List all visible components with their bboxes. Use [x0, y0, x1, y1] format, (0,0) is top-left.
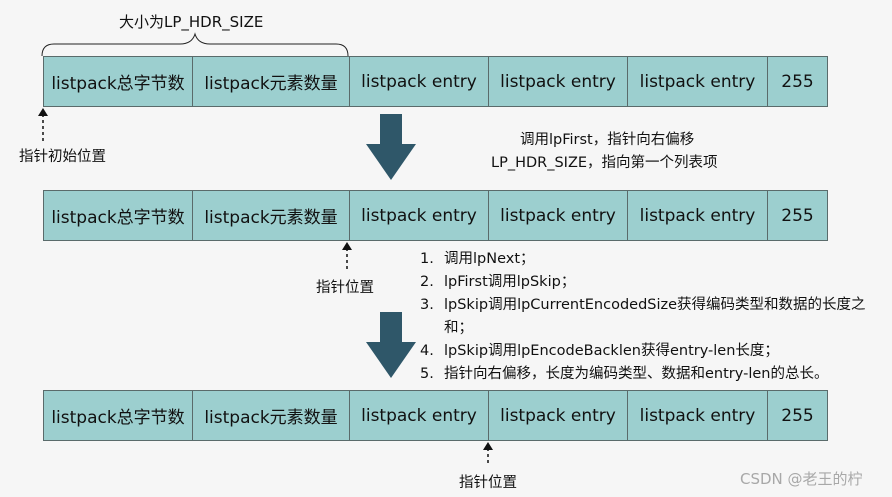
step-text: lpSkip调用lpEncodeBacklen获得entry-len长度； [444, 343, 779, 359]
step2-item: 4. lpSkip调用lpEncodeBacklen获得entry-len长度； [420, 340, 874, 363]
cell-total-bytes: listpack总字节数 [43, 190, 193, 241]
step1-line1: 调用lpFirst，指针向右偏移 [520, 132, 695, 148]
step2-list: 1. 调用lpNext； 2. lpFirst调用lpSkip； 3. lpSkip调… [420, 248, 874, 386]
down-arrow-2 [366, 312, 416, 378]
cell-entry: listpack entry [488, 56, 628, 107]
watermark: CSDN @老王的柠 [740, 470, 863, 488]
step2-item: 2. lpFirst调用lpSkip； [420, 271, 874, 294]
listpack-row-2: listpack总字节数 listpack元素数量 listpack entry… [43, 190, 828, 241]
cell-total-bytes: listpack总字节数 [43, 56, 193, 107]
cell-end-marker: 255 [767, 56, 828, 107]
header-size-label: 大小为LP_HDR_SIZE [119, 13, 264, 31]
pointer-after-first-label: 指针位置 [316, 280, 374, 296]
step2-item: 5. 指针向右偏移，长度为编码类型、数据和entry-len的总长。 [420, 363, 874, 386]
step-text: lpFirst调用lpSkip； [444, 274, 576, 290]
cell-entry: listpack entry [488, 390, 628, 441]
listpack-row-1: listpack总字节数 listpack元素数量 listpack entry… [43, 56, 828, 107]
step2-item: 1. 调用lpNext； [420, 248, 874, 271]
step1-line2: LP_HDR_SIZE，指向第一个列表项 [491, 155, 718, 171]
step-number: 3. [420, 297, 434, 313]
cell-entry: listpack entry [349, 390, 489, 441]
cell-element-count: listpack元素数量 [192, 390, 350, 441]
cell-entry: listpack entry [349, 56, 489, 107]
pointer-after-next-label: 指针位置 [459, 475, 517, 491]
pointer-initial-label: 指针初始位置 [19, 149, 106, 165]
pointer-after-next-arrow [483, 442, 493, 466]
pointer-after-first-arrow [342, 242, 352, 270]
listpack-row-3: listpack总字节数 listpack元素数量 listpack entry… [43, 390, 828, 441]
step2-item: 3. lpSkip调用lpCurrentEncodedSize获得编码类型和数据的… [420, 294, 874, 340]
step-text: lpSkip调用lpCurrentEncodedSize获得编码类型和数据的长度… [444, 297, 866, 336]
step-text: 调用lpNext； [444, 251, 535, 267]
cell-element-count: listpack元素数量 [192, 190, 350, 241]
header-size-brace [41, 32, 349, 57]
cell-entry: listpack entry [488, 190, 628, 241]
down-arrow-1 [366, 114, 416, 180]
step-number: 1. [420, 251, 434, 267]
pointer-initial-arrow [38, 108, 48, 142]
cell-entry: listpack entry [627, 56, 768, 107]
step-number: 4. [420, 343, 434, 359]
cell-total-bytes: listpack总字节数 [43, 390, 193, 441]
step-number: 2. [420, 274, 434, 290]
cell-entry: listpack entry [627, 390, 768, 441]
step-number: 5. [420, 366, 434, 382]
cell-end-marker: 255 [767, 190, 828, 241]
step-text: 指针向右偏移，长度为编码类型、数据和entry-len的总长。 [444, 366, 829, 382]
cell-end-marker: 255 [767, 390, 828, 441]
cell-entry: listpack entry [627, 190, 768, 241]
cell-element-count: listpack元素数量 [192, 56, 350, 107]
cell-entry: listpack entry [349, 190, 489, 241]
